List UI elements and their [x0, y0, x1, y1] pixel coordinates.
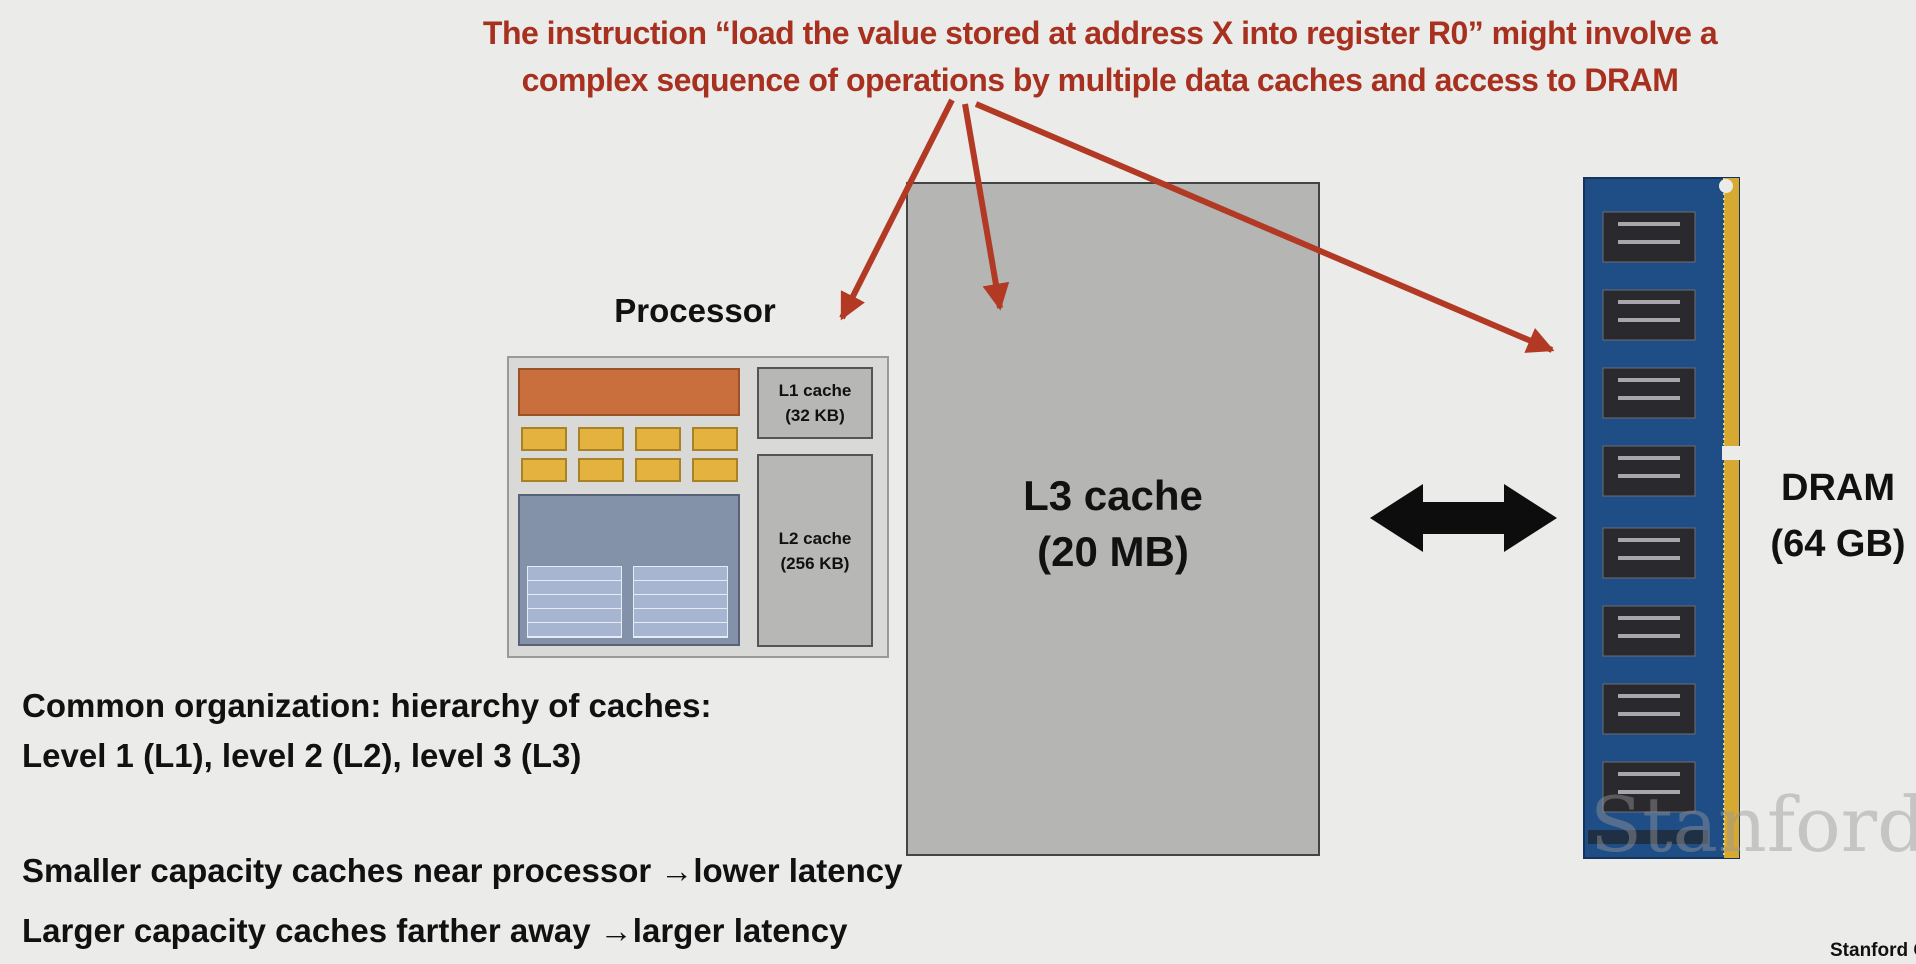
- caption: The instruction “load the value stored a…: [440, 10, 1760, 104]
- execution-unit: [578, 427, 624, 451]
- dram-module-image: [1583, 177, 1741, 859]
- arrow-to-l3: [962, 103, 1010, 311]
- dram-label-name: DRAM: [1781, 467, 1895, 509]
- execution-unit: [635, 458, 681, 482]
- l1-cache-size: (32 KB): [785, 406, 845, 425]
- processor-core-bar: [518, 368, 740, 416]
- note-line-3: Smaller capacity caches near processor →…: [22, 852, 903, 889]
- footer-credit: Stanford C: [1830, 940, 1916, 961]
- l1-cache: L1 cache (32 KB): [757, 367, 873, 439]
- double-arrow: [1370, 484, 1557, 552]
- dram-label: DRAM (64 GB): [1768, 460, 1908, 572]
- arrow-to-dram: [974, 101, 1555, 353]
- caption-line-1: The instruction “load the value stored a…: [482, 15, 1718, 51]
- note-line-2: Level 1 (L1), level 2 (L2), level 3 (L3): [22, 737, 582, 774]
- l2-cache-label: L2 cache: [778, 528, 852, 548]
- execution-unit: [521, 458, 567, 482]
- execution-unit: [521, 427, 567, 451]
- register-file: [633, 566, 728, 638]
- processor-label: Processor: [614, 292, 776, 329]
- stanford-watermark: Stanford: [1590, 780, 1916, 869]
- arrow-to-processor: [839, 98, 955, 321]
- l1-cache-label: L1 cache: [778, 381, 852, 400]
- execution-unit: [692, 427, 738, 451]
- execution-unit: [635, 427, 681, 451]
- register-file: [527, 566, 622, 638]
- note-line-1: Common organization: hierarchy of caches…: [22, 687, 712, 724]
- l2-cache: L2 cache (256 KB): [757, 454, 873, 647]
- execution-unit: [578, 458, 624, 482]
- l3-cache-label: L3 cache: [1023, 472, 1203, 519]
- execution-unit: [692, 458, 738, 482]
- l2-cache-size: (256 KB): [780, 553, 850, 573]
- note-line-4: Larger capacity caches farther away →lar…: [22, 912, 848, 949]
- l3-cache-text: L3 cache (20 MB): [906, 468, 1320, 580]
- dram-label-size: (64 GB): [1770, 523, 1906, 565]
- pointer-arrows: [839, 98, 1555, 353]
- l3-cache-size: (20 MB): [1037, 528, 1189, 575]
- l3-cache: [906, 182, 1320, 856]
- caption-line-2: complex sequence of operations by multip…: [521, 62, 1679, 98]
